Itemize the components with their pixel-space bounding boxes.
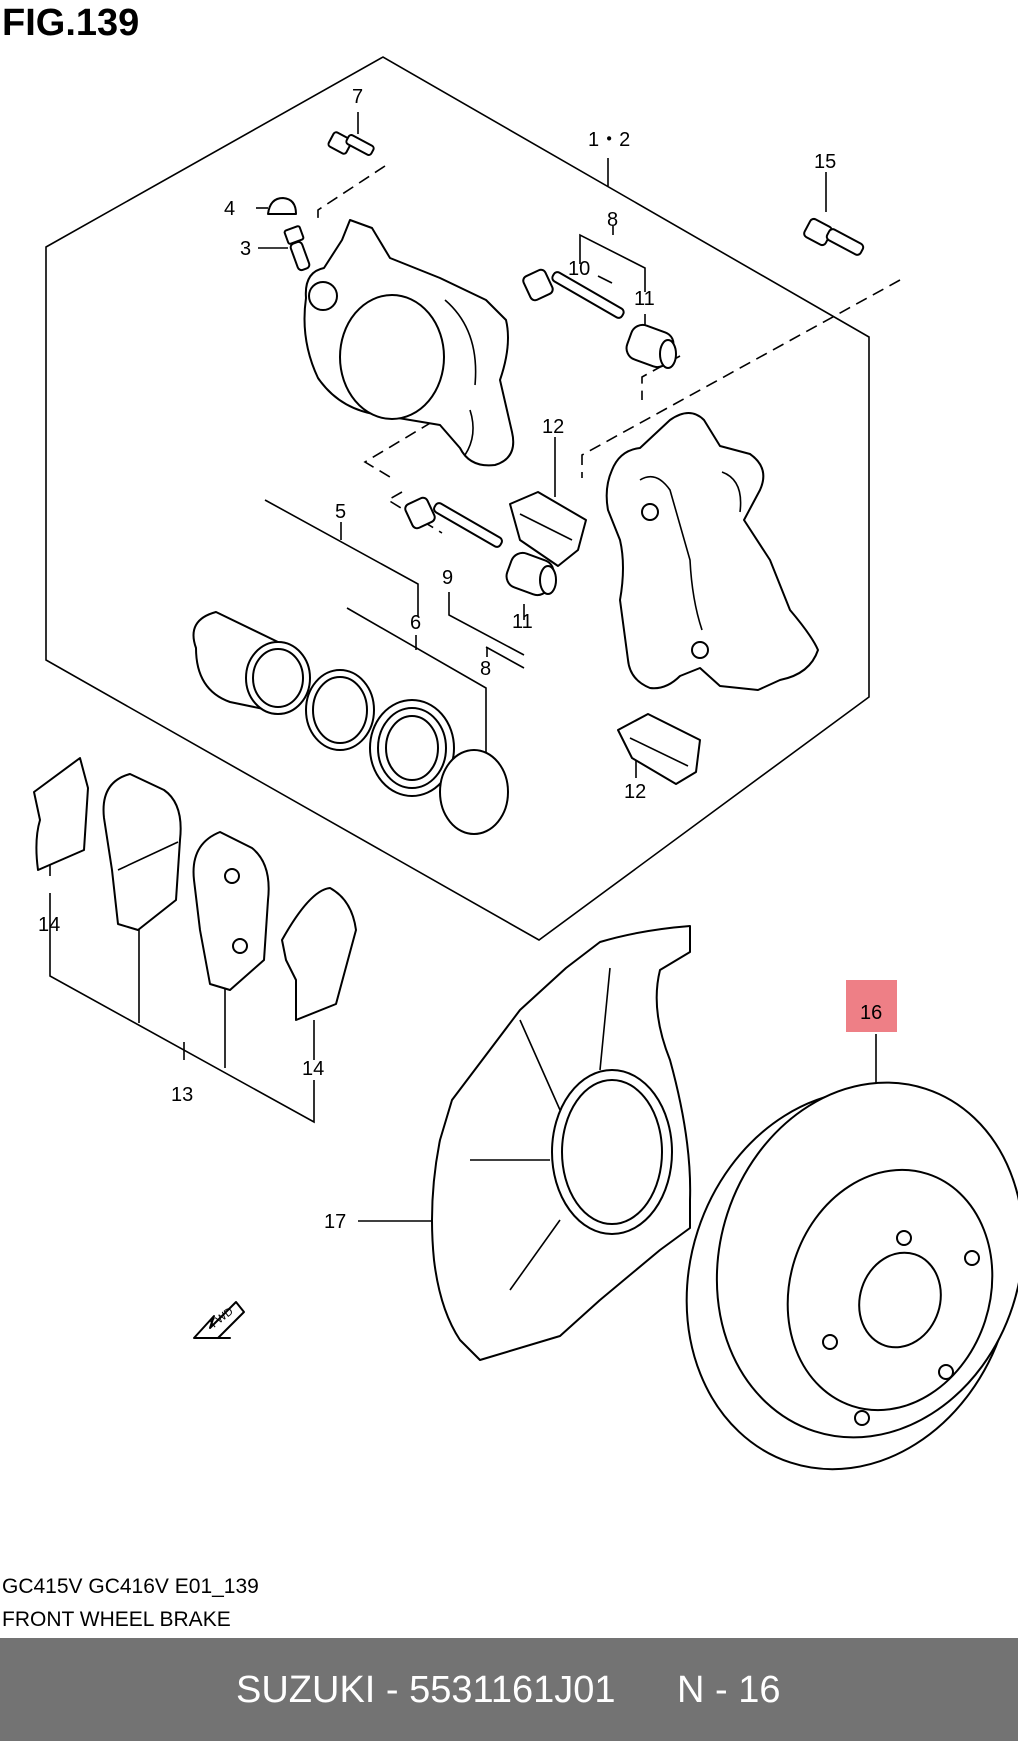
callout-11-top: 11 xyxy=(634,288,655,310)
footer-part-number: SUZUKI - 5531161J01 xyxy=(236,1669,616,1711)
callout-12-bottom: 12 xyxy=(624,781,646,803)
callout-16: 16 xyxy=(860,1002,882,1024)
boot-ring-6 xyxy=(439,749,509,835)
pad-shim-14-left xyxy=(33,757,89,871)
callout-13: 13 xyxy=(171,1084,193,1106)
callout-5: 5 xyxy=(335,501,346,523)
figure-code: GC415V GC416V E01_139 xyxy=(2,1575,259,1598)
figure-name: FRONT WHEEL BRAKE xyxy=(2,1608,231,1631)
bolt-15 xyxy=(803,217,865,256)
guide-pin-10 xyxy=(522,268,625,319)
piston-seal-6 xyxy=(305,669,375,751)
brake-pad-13-right xyxy=(192,831,270,991)
callout-17: 17 xyxy=(324,1211,346,1233)
pin-boot-11-top xyxy=(625,323,677,369)
callout-6: 6 xyxy=(410,612,421,634)
callout-15: 15 xyxy=(814,151,836,173)
piston-boot-6 xyxy=(369,699,455,797)
figure-title: FIG.139 xyxy=(2,2,140,44)
caliper-bracket xyxy=(605,412,819,691)
bolt-7 xyxy=(327,131,375,156)
pad-clip-12-bottom xyxy=(617,713,701,785)
dust-shield-17 xyxy=(431,925,692,1361)
assembly-boundary xyxy=(45,56,870,941)
bleeder-cap-4 xyxy=(267,197,297,215)
pad-clip-12-top xyxy=(509,491,587,567)
caliper-body xyxy=(303,219,515,467)
callout-8-bottom: 8 xyxy=(480,658,491,680)
piston-5 xyxy=(192,611,311,715)
callout-9: 9 xyxy=(442,567,453,589)
footer-bar: SUZUKI - 5531161J01 N - 16 xyxy=(0,1638,1018,1741)
callout-7: 7 xyxy=(352,86,363,108)
callout-3: 3 xyxy=(240,238,251,260)
pad-shim-14-right xyxy=(281,887,357,1021)
pin-boot-11-bottom xyxy=(505,551,557,597)
fwd-arrow-icon: FWD xyxy=(193,1301,245,1339)
callout-11-bottom: 11 xyxy=(512,611,533,633)
leader-lines xyxy=(49,112,877,1222)
callout-10: 10 xyxy=(568,258,590,280)
guide-pin-9 xyxy=(404,496,503,548)
callout-8-top: 8 xyxy=(607,209,618,231)
highlight-box-16 xyxy=(846,980,897,1032)
callout-4: 4 xyxy=(224,198,235,220)
brake-pad-13-left xyxy=(102,773,182,931)
callout-14-left: 14 xyxy=(38,914,60,936)
footer-page-ref: N - 16 xyxy=(677,1669,781,1711)
callout-1-2: 1・2 xyxy=(588,129,630,151)
callout-12-top: 12 xyxy=(542,416,564,438)
bleeder-plug-3 xyxy=(283,225,311,272)
disc-rotor-16 xyxy=(685,1081,1018,1471)
brake-diagram: FWD 1・2 7 4 3 15 8 10 11 12 5 9 11 6 8 1… xyxy=(33,56,1018,1471)
callout-14-right: 14 xyxy=(302,1058,324,1080)
